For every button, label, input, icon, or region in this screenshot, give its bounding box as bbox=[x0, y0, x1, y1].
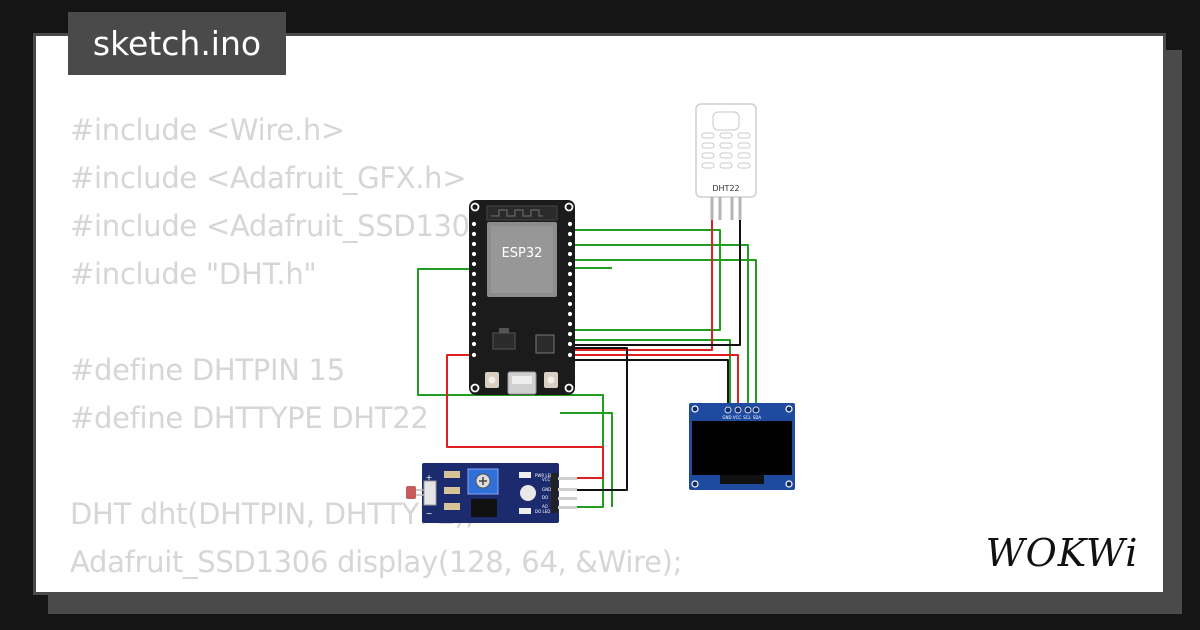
ldr-pin-gnd: GND bbox=[542, 487, 551, 492]
code-line: #define DHTTYPE DHT22 bbox=[70, 401, 429, 435]
code-line: #include <Wire.h> bbox=[70, 113, 345, 147]
code-line: Adafruit_SSD1306 display(128, 64, &Wire)… bbox=[70, 545, 683, 579]
ldr-pin-vcc: VCC bbox=[542, 477, 551, 482]
plus-mark: + bbox=[426, 473, 433, 482]
code-line: #include "DHT.h" bbox=[70, 257, 317, 291]
oled-pin-gnd: GND bbox=[722, 415, 731, 420]
preview-card: #include <Wire.h> #include <Adafruit_GFX.… bbox=[33, 33, 1166, 595]
file-tab[interactable]: sketch.ino bbox=[68, 12, 286, 75]
oled-pin-sda: SDA bbox=[753, 415, 762, 420]
wokwi-logo: WOKWi bbox=[986, 531, 1139, 575]
esp32-board[interactable]: ESP32 bbox=[469, 200, 575, 395]
oled-pin-scl: SCL bbox=[743, 415, 751, 420]
ldr-pin-ao: AO bbox=[542, 504, 548, 509]
esp32-label: ESP32 bbox=[502, 246, 543, 261]
ldr-led-pwr: PWR LED bbox=[535, 473, 553, 478]
dht22-label: DHT22 bbox=[712, 184, 739, 193]
minus-mark: − bbox=[426, 509, 433, 518]
oled-pin-vcc: VCC bbox=[733, 415, 742, 420]
dht22-sensor[interactable]: DHT22 bbox=[695, 103, 757, 220]
ldr-led-do: DO LED bbox=[535, 509, 550, 514]
ldr-sensor-module[interactable]: + − PWR LED DO LED VCC GND DO AO bbox=[406, 463, 577, 523]
code-line: ​ bbox=[70, 442, 682, 490]
code-line: #define DHTPIN 15 bbox=[70, 353, 345, 387]
code-line: ​ bbox=[70, 298, 682, 346]
oled-display[interactable]: GND VCC SCL SDA bbox=[689, 403, 795, 490]
code-line: #include <Adafruit_GFX.h> bbox=[70, 161, 467, 195]
ldr-pin-do: DO bbox=[542, 495, 548, 500]
